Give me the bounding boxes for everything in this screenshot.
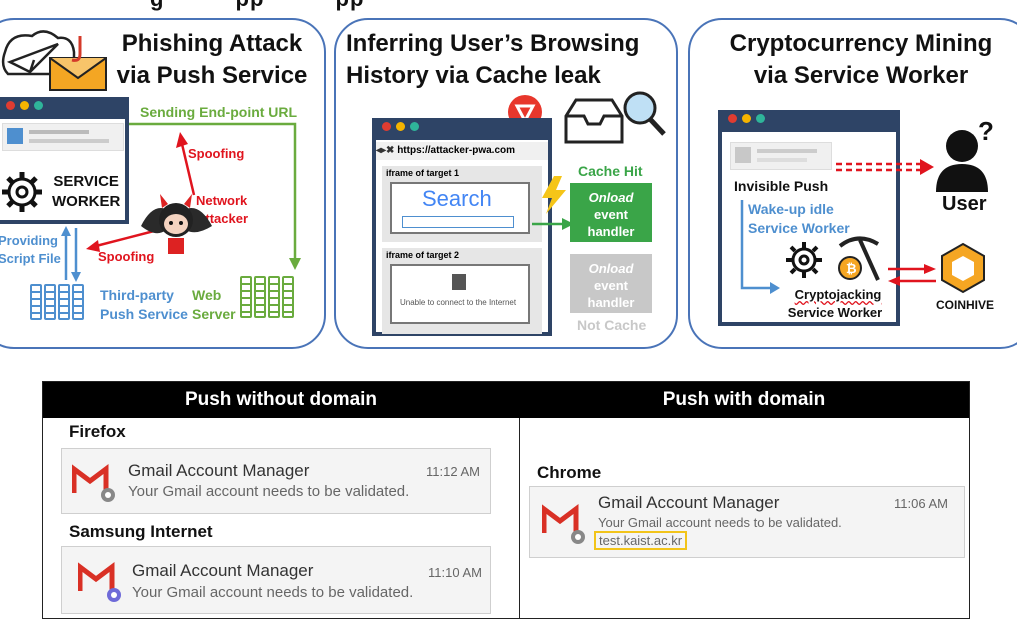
hit-line-2: event — [594, 207, 628, 222]
web-server-label: Web Server — [192, 287, 236, 322]
miss-line-2: event — [594, 278, 628, 293]
third-party-label: Third-party Push Service — [100, 287, 188, 322]
web-server-icon — [240, 276, 294, 318]
cache-hit-label: Cache Hit — [578, 163, 643, 179]
title-line-2: History via Cache leak — [346, 62, 601, 89]
title-line-1: Inferring User’s Browsing — [346, 30, 640, 57]
service-worker-window — [0, 97, 129, 224]
browser-samsung-internet: Samsung Internet — [69, 522, 213, 541]
cryptojacking-line-1: Cryptojacking — [794, 287, 882, 302]
hit-line-1: Onload — [588, 190, 634, 205]
onload-miss-box: Onload event handler — [570, 254, 652, 313]
lightning-icon — [542, 176, 566, 214]
window-dots — [6, 101, 43, 110]
invisible-push-label: Invisible Push — [734, 178, 829, 194]
header-push-with-domain: Push with domain — [662, 389, 826, 410]
service-worker-label: SERVICE WORKER — [52, 173, 121, 210]
third-party-server-icon — [30, 284, 84, 320]
devil-attacker-icon — [141, 194, 212, 254]
user-icon: ? — [936, 116, 994, 192]
gear-icon — [2, 172, 42, 212]
miss-line-1: Onload — [588, 261, 634, 276]
iframe-2-label: iframe of target 2 — [386, 250, 460, 260]
search-word: Search — [422, 186, 492, 211]
inbox-search-icon — [564, 91, 666, 144]
notification-time: 11:12 AM — [426, 464, 480, 479]
title-line-1: Cryptocurrency Mining — [729, 30, 993, 57]
notification-chrome: Gmail Account Manager Your Gmail account… — [529, 486, 965, 558]
wakeup-label: Wake-up idle Service Worker — [748, 201, 850, 236]
spoofing-left-label: Spoofing — [98, 249, 155, 264]
coinhive-logo-icon — [941, 242, 985, 294]
panel-phishing-title: Phishing Attack via Push Service — [112, 28, 312, 92]
notification-time: 11:06 AM — [894, 496, 948, 511]
notification-message: Your Gmail account needs to be validated… — [598, 515, 842, 530]
title-line-2: via Service Worker — [753, 62, 969, 89]
paper-plane-envelope-icon — [1, 30, 107, 91]
window-dots — [728, 114, 765, 123]
notification-firefox: Gmail Account Manager Your Gmail account… — [61, 448, 491, 514]
svg-text:₿: ₿ — [846, 262, 857, 277]
nav-arrows-icon[interactable]: ◂▸✖ — [376, 145, 398, 156]
header-push-without-domain: Push without domain — [184, 389, 378, 410]
gear-icon — [786, 242, 822, 278]
gmail-icon — [542, 504, 585, 544]
title-line-2: via Push Service — [116, 62, 308, 89]
red-dashed-arrow-user — [836, 159, 934, 175]
onload-hit-box: Onload event handler — [570, 183, 652, 242]
column-divider — [519, 418, 520, 618]
browser-chrome: Chrome — [537, 463, 602, 482]
notification-domain: test.kaist.ac.kr — [594, 531, 688, 550]
panel-mining-title: Cryptocurrency Mining via Service Worker — [718, 28, 1004, 92]
miss-line-3: handler — [587, 295, 635, 310]
red-arrow-up — [176, 132, 196, 196]
blue-double-arrow — [61, 226, 81, 282]
offline-box: Unable to connect to the Internet — [390, 264, 530, 324]
title-line-1: Phishing Attack — [121, 30, 303, 57]
notification-samsung: Gmail Account Manager Your Gmail account… — [61, 546, 491, 614]
url-text: https://attacker-pwa.com — [397, 145, 516, 156]
notification-mock — [2, 123, 124, 151]
hit-line-3: handler — [587, 224, 635, 239]
push-comparison-table: Push without domain Push with domain Fir… — [42, 381, 970, 619]
table-header: Push without domain Push with domain — [43, 382, 969, 418]
svg-text:?: ? — [978, 116, 994, 146]
not-cache-label: Not Cache — [577, 317, 647, 333]
notification-message: Your Gmail account needs to be validated… — [132, 584, 414, 601]
sending-endpoint-label: Sending End-point URL — [140, 104, 298, 120]
offline-text: Unable to connect to the Internet — [400, 298, 517, 307]
address-bar[interactable]: ◂▸✖ https://attacker-pwa.com — [376, 142, 548, 160]
pickaxe-bitcoin-icon: ₿ — [838, 236, 880, 281]
iframe-1: iframe of target 1 Search — [382, 166, 542, 242]
notification-mock — [730, 142, 832, 170]
blue-elbow-arrow — [740, 200, 780, 294]
red-arrow-left — [86, 228, 159, 252]
iframe-1-label: iframe of target 1 — [386, 168, 460, 178]
top-cut-text: g pp pp — [150, 0, 364, 12]
gmail-icon — [72, 464, 115, 502]
attacker-browser-window: ◂▸✖ https://attacker-pwa.com iframe of t… — [372, 118, 552, 336]
cryptojacking-label: Cryptojacking Service Worker — [788, 286, 886, 322]
green-arrow-hit — [532, 218, 574, 230]
panel-cache-title: Inferring User’s Browsing History via Ca… — [346, 28, 666, 92]
cryptojacking-line-2: Service Worker — [787, 305, 883, 320]
providing-script-label: Providing Script File — [0, 233, 61, 266]
notification-title: Gmail Account Manager — [598, 493, 780, 512]
notification-title: Gmail Account Manager — [132, 561, 314, 580]
browser-firefox: Firefox — [69, 422, 126, 441]
green-arrow-endpoint — [129, 122, 301, 270]
coinhive-label: COINHIVE — [936, 298, 995, 312]
user-label: User — [942, 193, 987, 215]
dino-icon — [452, 274, 466, 290]
gmail-icon — [78, 562, 121, 602]
iframe-2: iframe of target 2 Unable to connect to … — [382, 248, 542, 334]
spoofing-top-label: Spoofing — [188, 146, 245, 161]
notification-message: Your Gmail account needs to be validated… — [128, 483, 410, 500]
red-bidirectional-arrow — [888, 264, 936, 286]
search-box: Search — [390, 182, 530, 234]
notification-title: Gmail Account Manager — [128, 461, 310, 480]
window-dots — [382, 122, 419, 131]
notification-time: 11:10 AM — [428, 565, 482, 580]
mining-browser-window — [718, 110, 900, 326]
